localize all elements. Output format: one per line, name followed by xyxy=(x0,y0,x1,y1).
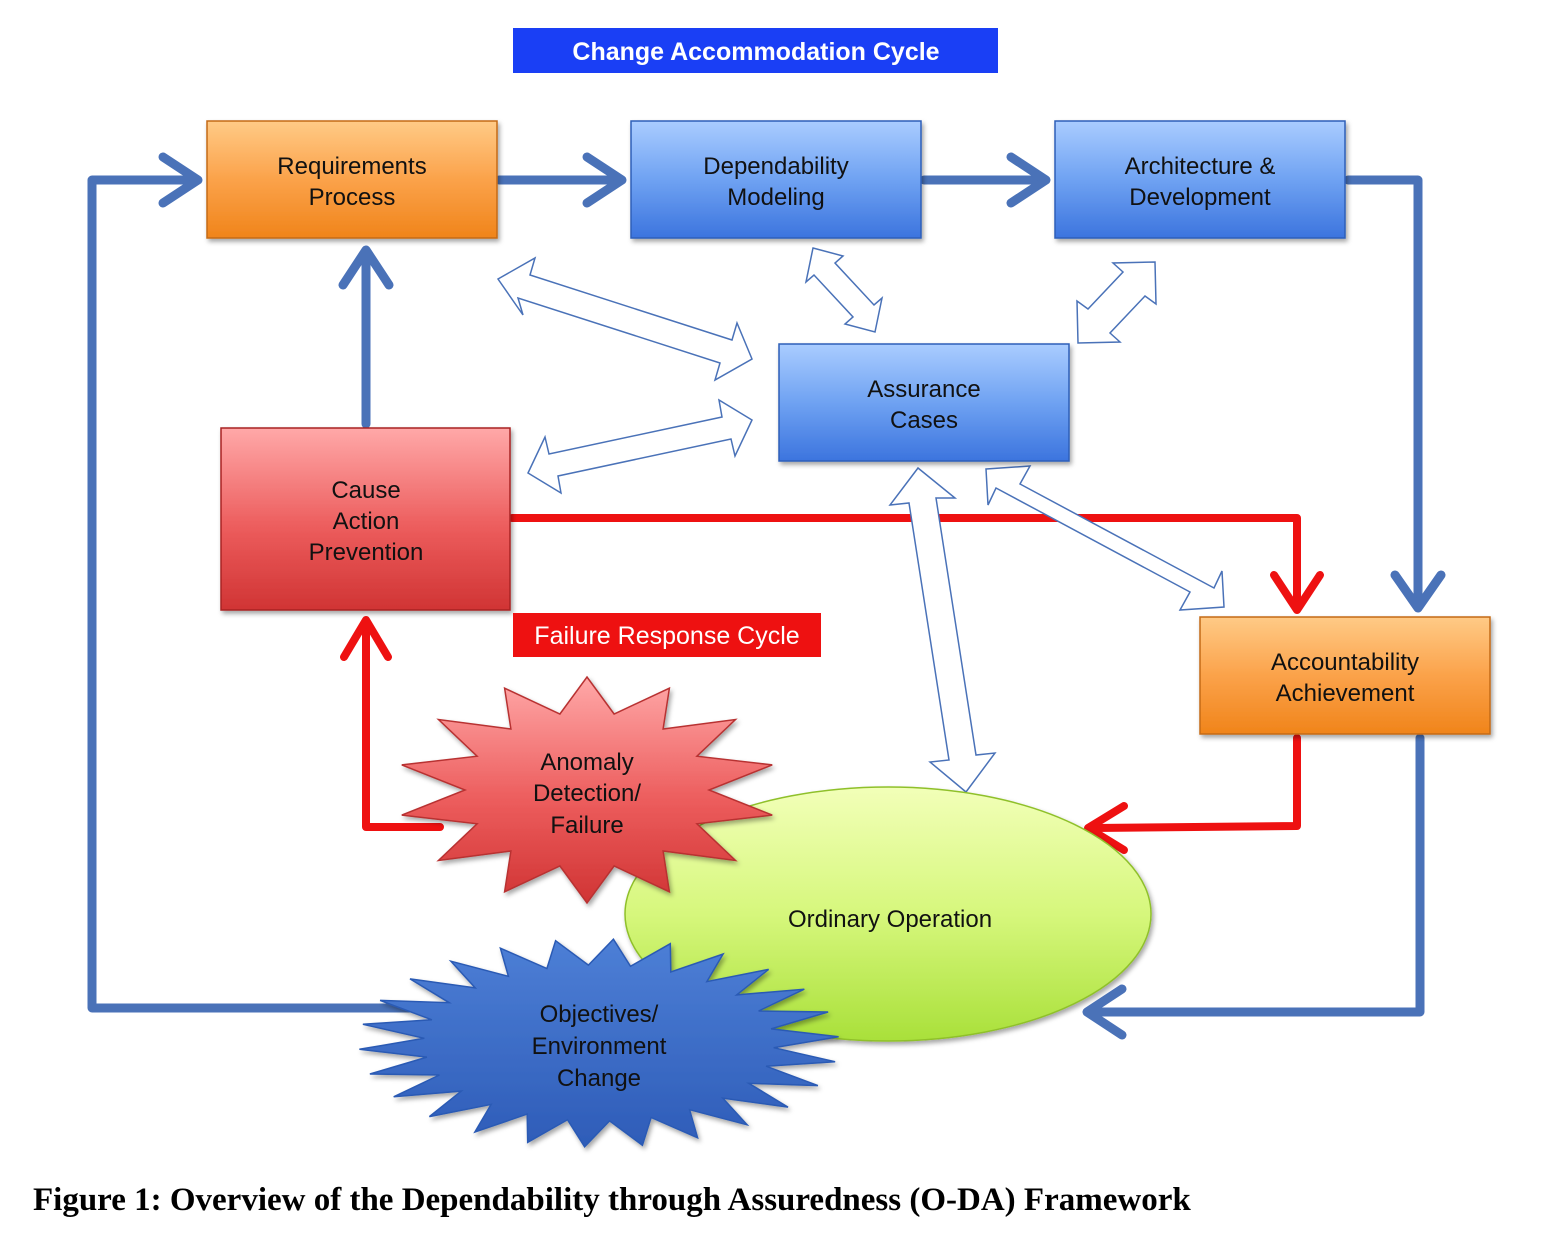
arrowhead-ordinary-red xyxy=(1084,802,1128,854)
accountability-label-line-1: Accountability xyxy=(1271,649,1419,676)
double-arrow-architecture-assurance xyxy=(1076,261,1157,344)
dependability-label-line-2: Modeling xyxy=(727,184,824,211)
node-architecture-development: Architecture & Development xyxy=(1054,120,1346,239)
banner-failure-cycle-label: Failure Response Cycle xyxy=(534,622,799,650)
node-dependability-modeling: Dependability Modeling xyxy=(630,120,922,239)
banner-change-cycle-label: Change Accommodation Cycle xyxy=(572,38,939,66)
arrowhead-cause-up xyxy=(340,616,392,661)
assurance-double-arrows xyxy=(496,247,1225,794)
arrowhead-ordinary-blue xyxy=(1082,984,1127,1040)
node-assurance-cases: Assurance Cases xyxy=(778,343,1070,462)
anomaly-label-line-2: Detection/ xyxy=(533,780,641,807)
double-arrow-dependability-assurance xyxy=(804,247,884,333)
anomaly-label-line-3: Failure xyxy=(550,812,623,839)
assurance-label-line-2: Cases xyxy=(890,407,958,434)
assurance-label-line-1: Assurance xyxy=(867,376,980,403)
arrowhead-architecture xyxy=(1006,152,1051,208)
ordinary-label: Ordinary Operation xyxy=(788,906,992,933)
architecture-label-line-2: Development xyxy=(1129,184,1271,211)
failure-cycle-connectors xyxy=(340,514,1324,854)
arrowhead-requirements-left xyxy=(158,152,203,208)
objectives-label-line-3: Change xyxy=(557,1065,641,1092)
anomaly-burst-shape xyxy=(401,675,773,905)
double-arrow-assurance-accountability xyxy=(985,465,1225,611)
banner-failure-response-cycle: Failure Response Cycle xyxy=(513,613,821,657)
objectives-burst-shape xyxy=(359,937,839,1149)
double-arrow-cause-assurance xyxy=(527,398,753,495)
connector-accountability-to-ordinary-red xyxy=(1091,734,1301,832)
arrowhead-accountability-blue xyxy=(1390,570,1446,613)
node-accountability-achievement: Accountability Achievement xyxy=(1199,616,1491,735)
arrowhead-dependability xyxy=(582,152,627,208)
connector-cause-to-accountability xyxy=(508,514,1301,607)
anomaly-label-line-1: Anomaly xyxy=(540,749,633,776)
connector-accountability-to-ordinary xyxy=(1087,733,1425,1017)
change-cycle-connectors xyxy=(87,152,1446,1040)
double-arrow-requirements-assurance xyxy=(496,256,753,382)
cause-label-line-3: Prevention xyxy=(309,539,424,566)
arrowhead-accountability-red xyxy=(1270,571,1324,614)
objectives-label-line-2: Environment xyxy=(532,1033,667,1060)
requirements-label-line-2: Process xyxy=(309,184,396,211)
cause-label-line-1: Cause xyxy=(331,477,400,504)
arrowhead-requirements-up xyxy=(338,245,394,290)
objectives-label-line-1: Objectives/ xyxy=(540,1001,659,1028)
cause-label-line-2: Action xyxy=(333,508,400,535)
figure-caption: Figure 1: Overview of the Dependability … xyxy=(33,1182,1191,1218)
connector-anomaly-to-cause xyxy=(362,621,444,831)
connector-architecture-to-accountability xyxy=(1343,175,1423,607)
dependability-label-line-1: Dependability xyxy=(703,153,848,180)
node-objectives-environment-change: Objectives/ Environment Change xyxy=(359,937,839,1149)
node-anomaly-detection-failure: Anomaly Detection/ Failure xyxy=(401,675,773,905)
accountability-label-line-2: Achievement xyxy=(1276,680,1415,707)
banner-change-accommodation-cycle: Change Accommodation Cycle xyxy=(513,28,998,73)
connector-objectives-to-requirements xyxy=(87,175,425,1013)
node-requirements-process: Requirements Process xyxy=(206,120,498,239)
requirements-label-line-1: Requirements xyxy=(277,153,426,180)
architecture-label-line-1: Architecture & xyxy=(1125,153,1276,180)
node-cause-action-prevention: Cause Action Prevention xyxy=(220,427,511,611)
